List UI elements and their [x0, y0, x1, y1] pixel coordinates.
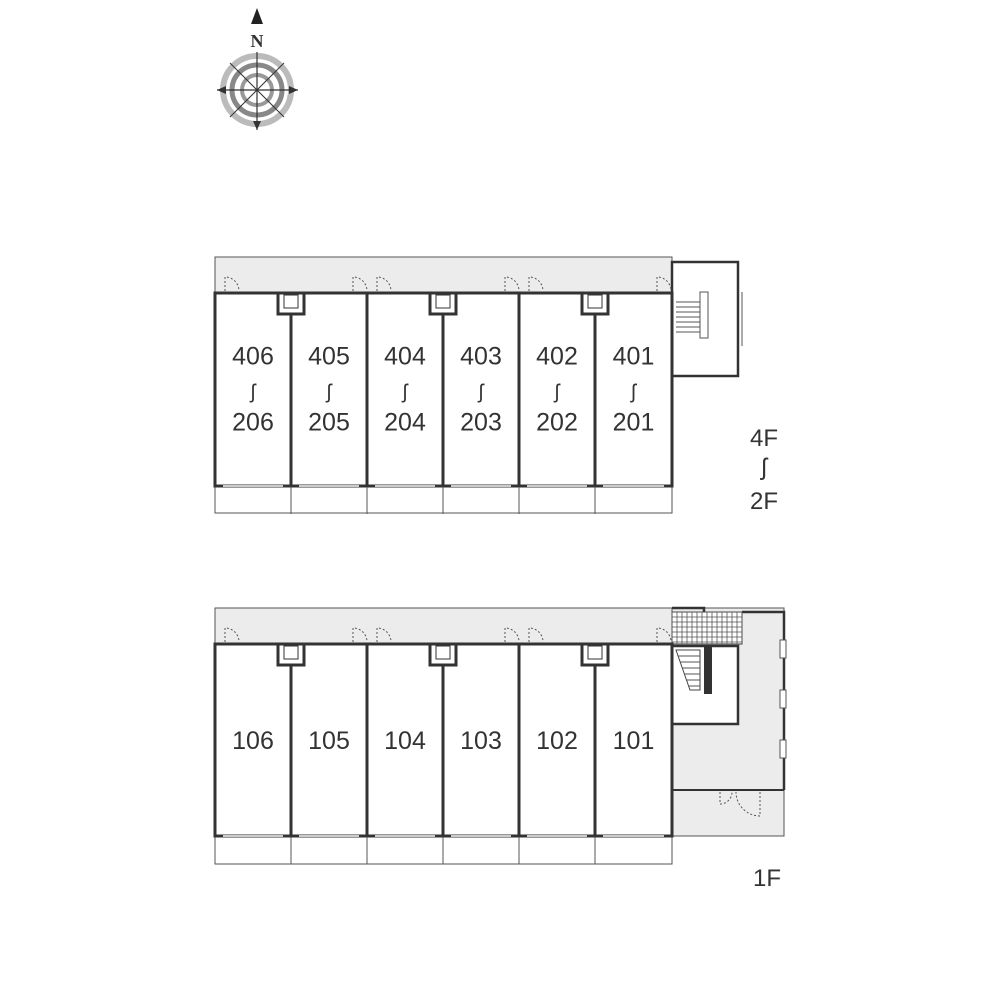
- lower-corridor: [214, 607, 673, 645]
- unit-number-lower: 204: [384, 409, 426, 437]
- unit-number-upper: 404: [384, 343, 426, 371]
- unit-range-separator: ʃ: [325, 382, 333, 404]
- unit-number-lower: 203: [460, 409, 502, 437]
- floor-label-2f: 2F: [750, 488, 778, 515]
- entry-door-icon: [528, 627, 544, 643]
- unit-number-lower: 206: [232, 409, 274, 437]
- north-arrow-icon: [251, 8, 263, 24]
- entry-door-icon: [224, 276, 240, 292]
- floor-label-4f: 4F: [750, 425, 778, 452]
- entry-door-icon: [376, 276, 392, 292]
- unit-range-separator: ʃ: [477, 382, 485, 404]
- entry-door-icon: [504, 627, 520, 643]
- unit-number: 106: [232, 727, 274, 755]
- entry-door-icon: [656, 627, 672, 643]
- compass-rose-icon: N: [217, 8, 298, 130]
- upper-stair-tower: [670, 260, 740, 378]
- entry-door-icon: [656, 276, 672, 292]
- entry-door-icon: [528, 276, 544, 292]
- upper-stair-rail: [699, 291, 709, 339]
- lower-block: 106 105 104 103 102 101 1F: [213, 606, 787, 892]
- unit-range-separator: ʃ: [629, 382, 637, 404]
- lower-stair-rail: [704, 646, 712, 694]
- entry-door-icon: [224, 627, 240, 643]
- unit-range-separator: ʃ: [249, 382, 257, 404]
- entry-door-icon: [376, 627, 392, 643]
- floor-label-1f: 1F: [753, 865, 781, 892]
- upper-corridor: [214, 256, 673, 294]
- unit-number-upper: 402: [536, 343, 578, 371]
- unit-number: 104: [384, 727, 426, 755]
- north-letter: N: [251, 31, 264, 51]
- unit-number-upper: 406: [232, 343, 274, 371]
- unit-number-lower: 205: [308, 409, 350, 437]
- entrance-door-icon: [719, 791, 761, 817]
- upper-block: 406 ʃ 206 405 ʃ 205 404 ʃ 204 403 ʃ 203 402 ʃ 202 401 ʃ 2…: [213, 256, 778, 515]
- unit-number: 103: [460, 727, 502, 755]
- unit-number-lower: 201: [613, 409, 655, 437]
- unit-number: 105: [308, 727, 350, 755]
- entry-door-icon: [352, 276, 368, 292]
- entrance-windows: [779, 639, 787, 759]
- unit-number-upper: 405: [308, 343, 350, 371]
- entry-door-icon: [504, 276, 520, 292]
- lower-stair-steps-icon: [678, 655, 700, 687]
- unit-number-upper: 401: [613, 343, 655, 371]
- entry-door-icon: [352, 627, 368, 643]
- unit-number-upper: 403: [460, 343, 502, 371]
- upper-stair-steps-icon: [676, 301, 700, 333]
- unit-number: 101: [613, 727, 655, 755]
- lower-stair-grid-icon: [671, 611, 743, 645]
- unit-number: 102: [536, 727, 578, 755]
- unit-range-separator: ʃ: [401, 382, 409, 404]
- floor-range-separator: ʃ: [759, 454, 768, 481]
- unit-range-separator: ʃ: [553, 382, 561, 404]
- unit-number-lower: 202: [536, 409, 578, 437]
